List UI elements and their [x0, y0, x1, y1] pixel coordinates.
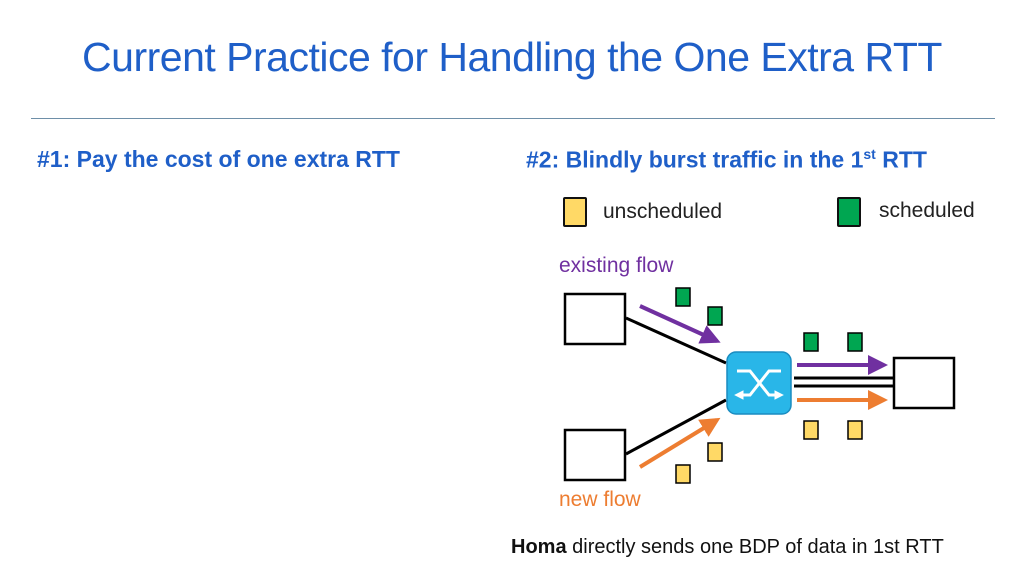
- scheduled-packet: [847, 332, 863, 352]
- scheduled-packet: [675, 287, 691, 307]
- link-top-host: [625, 316, 727, 365]
- legend-unscheduled-swatch: [563, 197, 587, 227]
- unscheduled-packet: [803, 420, 819, 440]
- right-heading-prefix: #2: Blindly burst traffic in the 1: [526, 146, 864, 173]
- existing-flow-arrow-in: [639, 304, 721, 344]
- sender-host-top: [563, 292, 627, 346]
- right-heading-suffix: RTT: [875, 146, 927, 173]
- right-heading-superscript: st: [863, 146, 876, 162]
- slide-title: Current Practice for Handling the One Ex…: [82, 34, 942, 80]
- footer-rest: directly sends one BDP of data in 1st RT…: [566, 536, 944, 558]
- footer-note: Homa directly sends one BDP of data in 1…: [511, 536, 944, 559]
- link-bottom-host: [625, 398, 727, 456]
- network-switch-icon: [726, 351, 792, 415]
- unscheduled-packet: [847, 420, 863, 440]
- legend-unscheduled-label: unscheduled: [603, 200, 723, 223]
- receiver-host: [892, 356, 956, 410]
- footer-bold: Homa: [511, 536, 567, 558]
- new-flow-arrow-in: [638, 417, 721, 469]
- new-flow-label: new flow: [559, 488, 641, 511]
- title-divider: [31, 118, 995, 119]
- unscheduled-packet: [675, 464, 691, 484]
- sender-host-bottom: [563, 428, 627, 482]
- left-heading: #1: Pay the cost of one extra RTT: [37, 146, 400, 172]
- right-heading: #2: Blindly burst traffic in the 1st RTT: [526, 146, 927, 174]
- legend-scheduled-swatch: [837, 197, 861, 227]
- scheduled-packet: [707, 306, 723, 326]
- scheduled-packet: [803, 332, 819, 352]
- unscheduled-packet: [707, 442, 723, 462]
- legend-scheduled-label: scheduled: [879, 199, 975, 222]
- existing-flow-label: existing flow: [559, 254, 674, 277]
